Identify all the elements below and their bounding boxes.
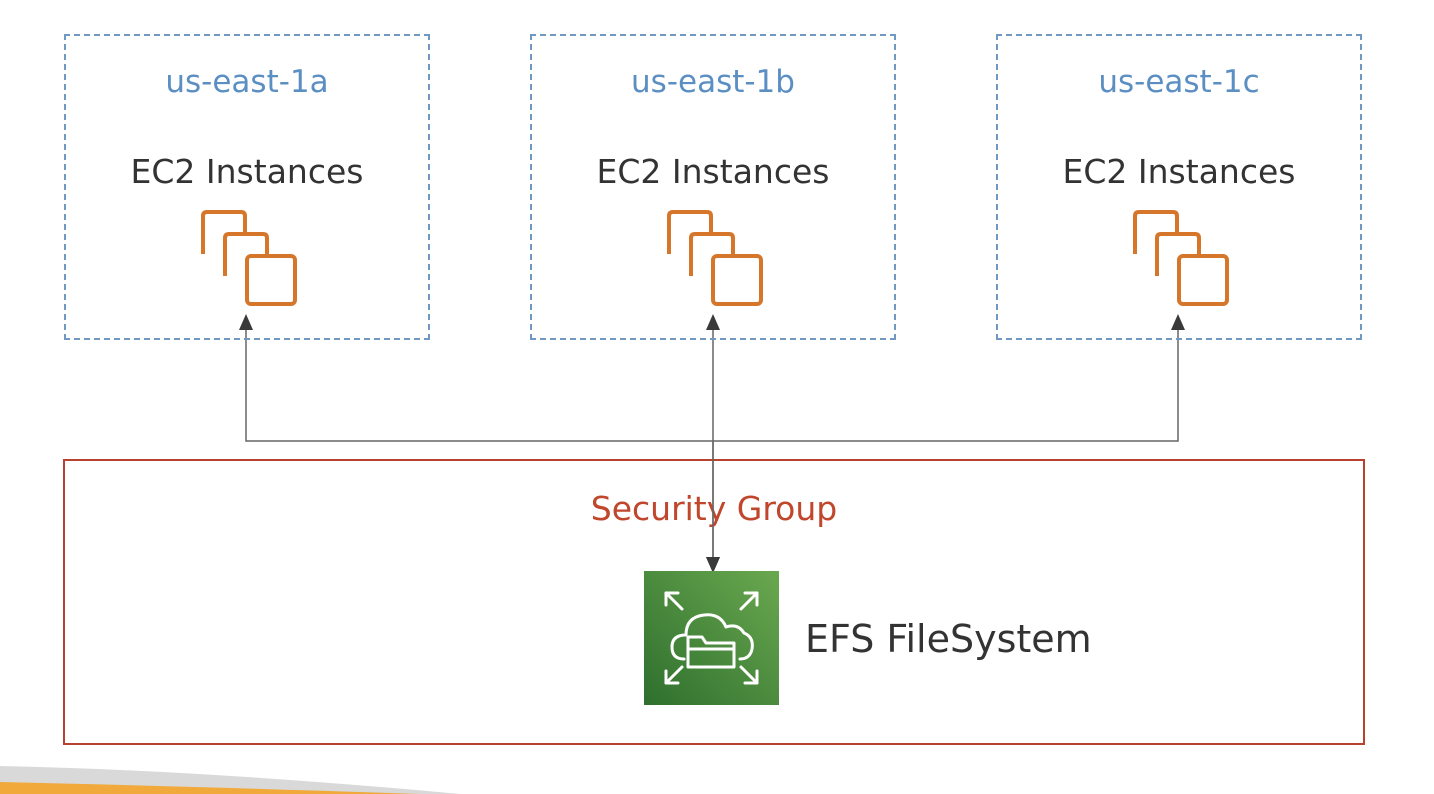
ec2-instances-icon	[201, 210, 297, 306]
ec2-instances-label: EC2 Instances	[130, 152, 364, 191]
availability-zone-1a: us-east-1a EC2 Instances	[64, 34, 430, 340]
availability-zone-1b: us-east-1b EC2 Instances	[530, 34, 896, 340]
connector-line-1a	[245, 330, 1179, 442]
az-title: us-east-1c	[1098, 64, 1260, 100]
arrowhead-1c	[1171, 314, 1185, 330]
ec2-instances-icon	[1133, 210, 1229, 306]
az-title: us-east-1b	[631, 64, 795, 100]
security-group-box: Security Group	[63, 459, 1365, 745]
ec2-instances-label: EC2 Instances	[1062, 152, 1296, 191]
efs-filesystem-icon	[644, 571, 779, 705]
availability-zone-1c: us-east-1c EC2 Instances	[996, 34, 1362, 340]
security-group-title: Security Group	[590, 489, 838, 528]
az-title: us-east-1a	[165, 64, 329, 100]
arrowhead-1b-up	[706, 314, 720, 330]
efs-filesystem-label: EFS FileSystem	[805, 617, 1092, 661]
ec2-instances-label: EC2 Instances	[596, 152, 830, 191]
ec2-instances-icon	[667, 210, 763, 306]
arrowhead-1a	[239, 314, 253, 330]
